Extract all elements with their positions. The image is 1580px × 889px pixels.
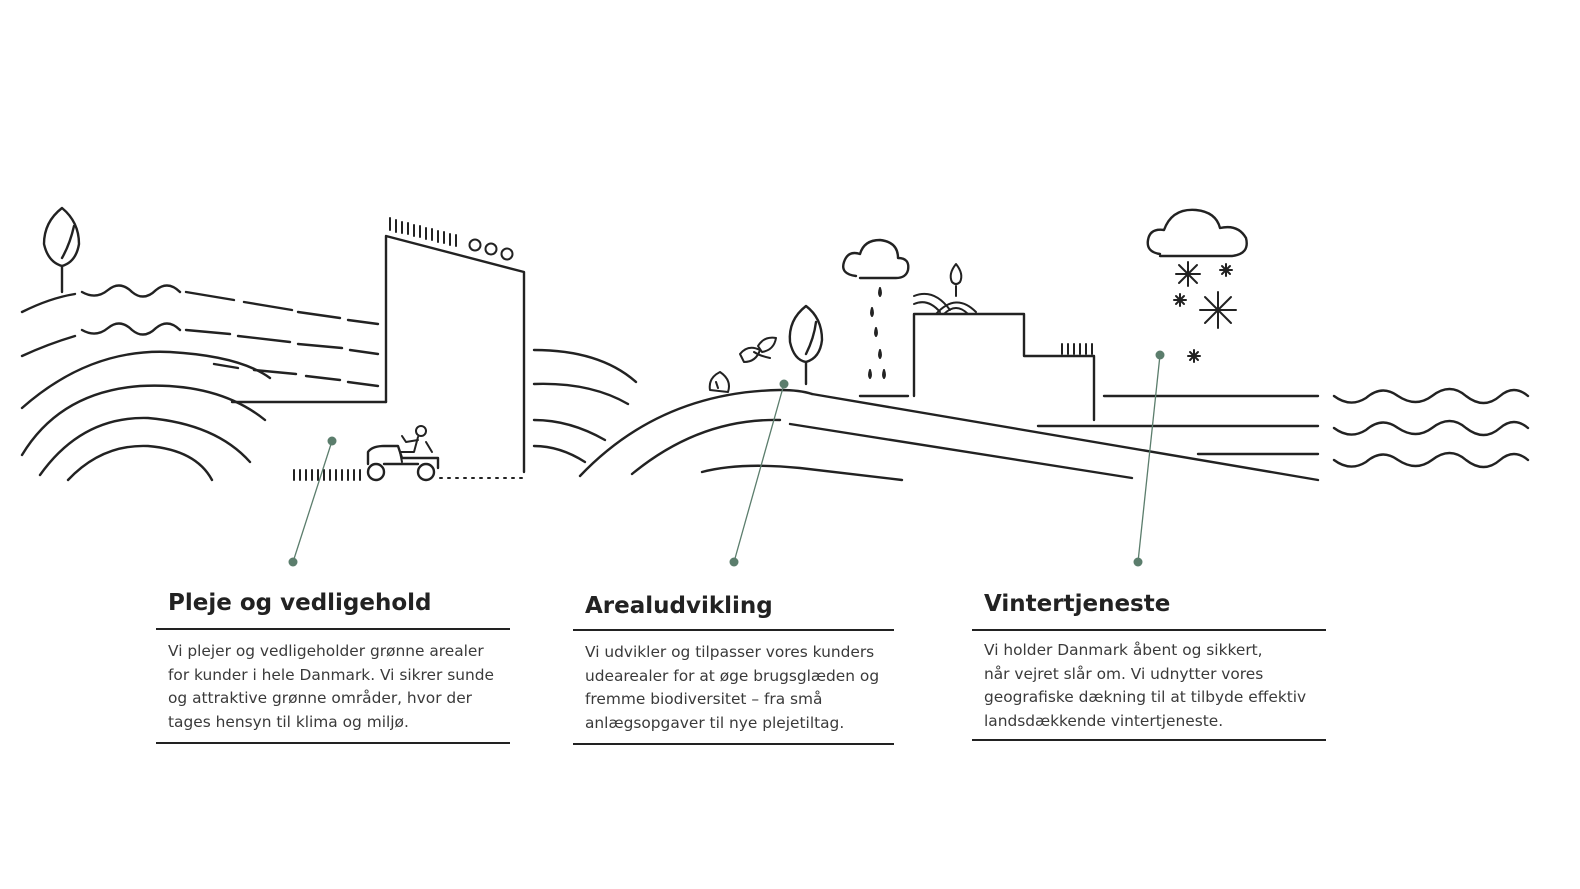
section-title: Vintertjeneste xyxy=(984,591,1171,617)
leaf-icon xyxy=(708,336,777,393)
building-icon xyxy=(912,263,1096,422)
section-vintertjeneste: Vintertjeneste Vi holder Danmark åbent o… xyxy=(972,589,1326,741)
title-rule xyxy=(156,628,510,630)
snowflake-icon xyxy=(1173,261,1237,363)
building-icon xyxy=(384,217,526,474)
title-rule xyxy=(972,629,1326,631)
section-body: Vi holder Danmark åbent og sikkert, når … xyxy=(984,641,1307,730)
bottom-rule xyxy=(972,739,1326,741)
ground-hatch xyxy=(293,469,523,481)
section-title: Pleje og vedligehold xyxy=(168,590,432,616)
section-arealudvikling: Arealudvikling Vi udvikler og tilpasser … xyxy=(573,591,894,745)
leader-line-vinter xyxy=(1133,350,1165,567)
center-hill xyxy=(578,388,1320,482)
lawn-mower-icon xyxy=(366,425,440,482)
leader-line-areal xyxy=(729,379,789,567)
left-hills xyxy=(20,292,388,482)
bottom-rule xyxy=(156,742,510,744)
leaf-tree-icon xyxy=(788,304,824,386)
section-body: Vi udvikler og tilpasser vores kunders u… xyxy=(585,643,880,732)
section-title: Arealudvikling xyxy=(585,593,773,619)
section-body: Vi plejer og vedligeholder grønne areale… xyxy=(168,642,494,731)
dashed-lines xyxy=(184,290,380,388)
right-lines xyxy=(1036,394,1320,456)
leaf-tree-icon xyxy=(42,206,81,294)
bottom-rule xyxy=(573,743,894,745)
leader-line-pleje xyxy=(288,436,337,567)
title-rule xyxy=(573,629,894,631)
middle-hills xyxy=(532,348,638,464)
sea-waves-icon xyxy=(1332,387,1530,469)
section-pleje: Pleje og vedligehold Vi plejer og vedlig… xyxy=(156,588,510,744)
rain-cloud-icon xyxy=(842,238,910,379)
wave-icon xyxy=(80,284,182,336)
snow-cloud-icon xyxy=(1146,208,1248,258)
